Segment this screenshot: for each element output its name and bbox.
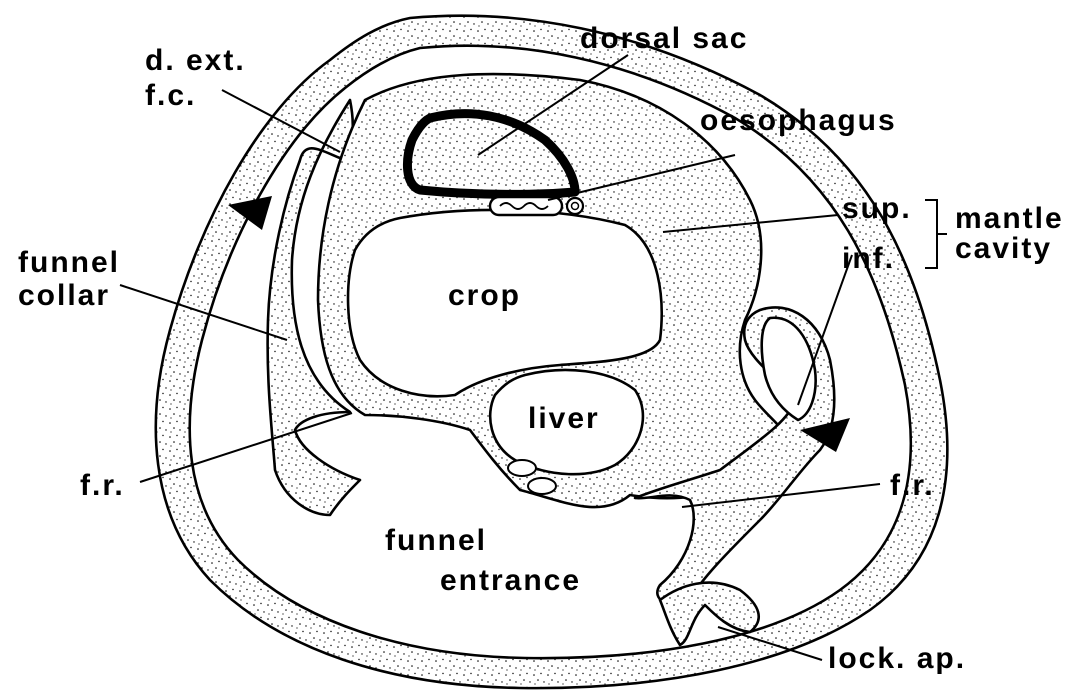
label-funnel-collar-line1: funnel xyxy=(18,246,120,279)
label-d-ext-line1: d. ext. xyxy=(145,44,246,77)
mantle-cavity-bracket xyxy=(925,200,947,268)
label-funnel-collar-line2: collar xyxy=(18,279,110,312)
label-mantle: mantle xyxy=(955,202,1064,235)
label-cavity: cavity xyxy=(955,232,1052,265)
label-fr-right: f.r. xyxy=(890,469,935,502)
label-crop: crop xyxy=(448,279,521,312)
oesophagus xyxy=(490,197,583,215)
label-inf: inf. xyxy=(842,242,895,275)
label-sup: sup. xyxy=(842,192,912,225)
label-funnel-entrance-line2: entrance xyxy=(440,564,581,597)
label-oesophagus: oesophagus xyxy=(700,104,897,137)
label-fr-left: f.r. xyxy=(80,469,125,502)
label-liver: liver xyxy=(528,402,600,435)
label-funnel-entrance-line1: funnel xyxy=(385,524,487,557)
label-lock-ap: lock. ap. xyxy=(828,642,966,675)
label-dorsal-sac: dorsal sac xyxy=(580,22,748,55)
label-fc-line2: f.c. xyxy=(145,79,196,112)
